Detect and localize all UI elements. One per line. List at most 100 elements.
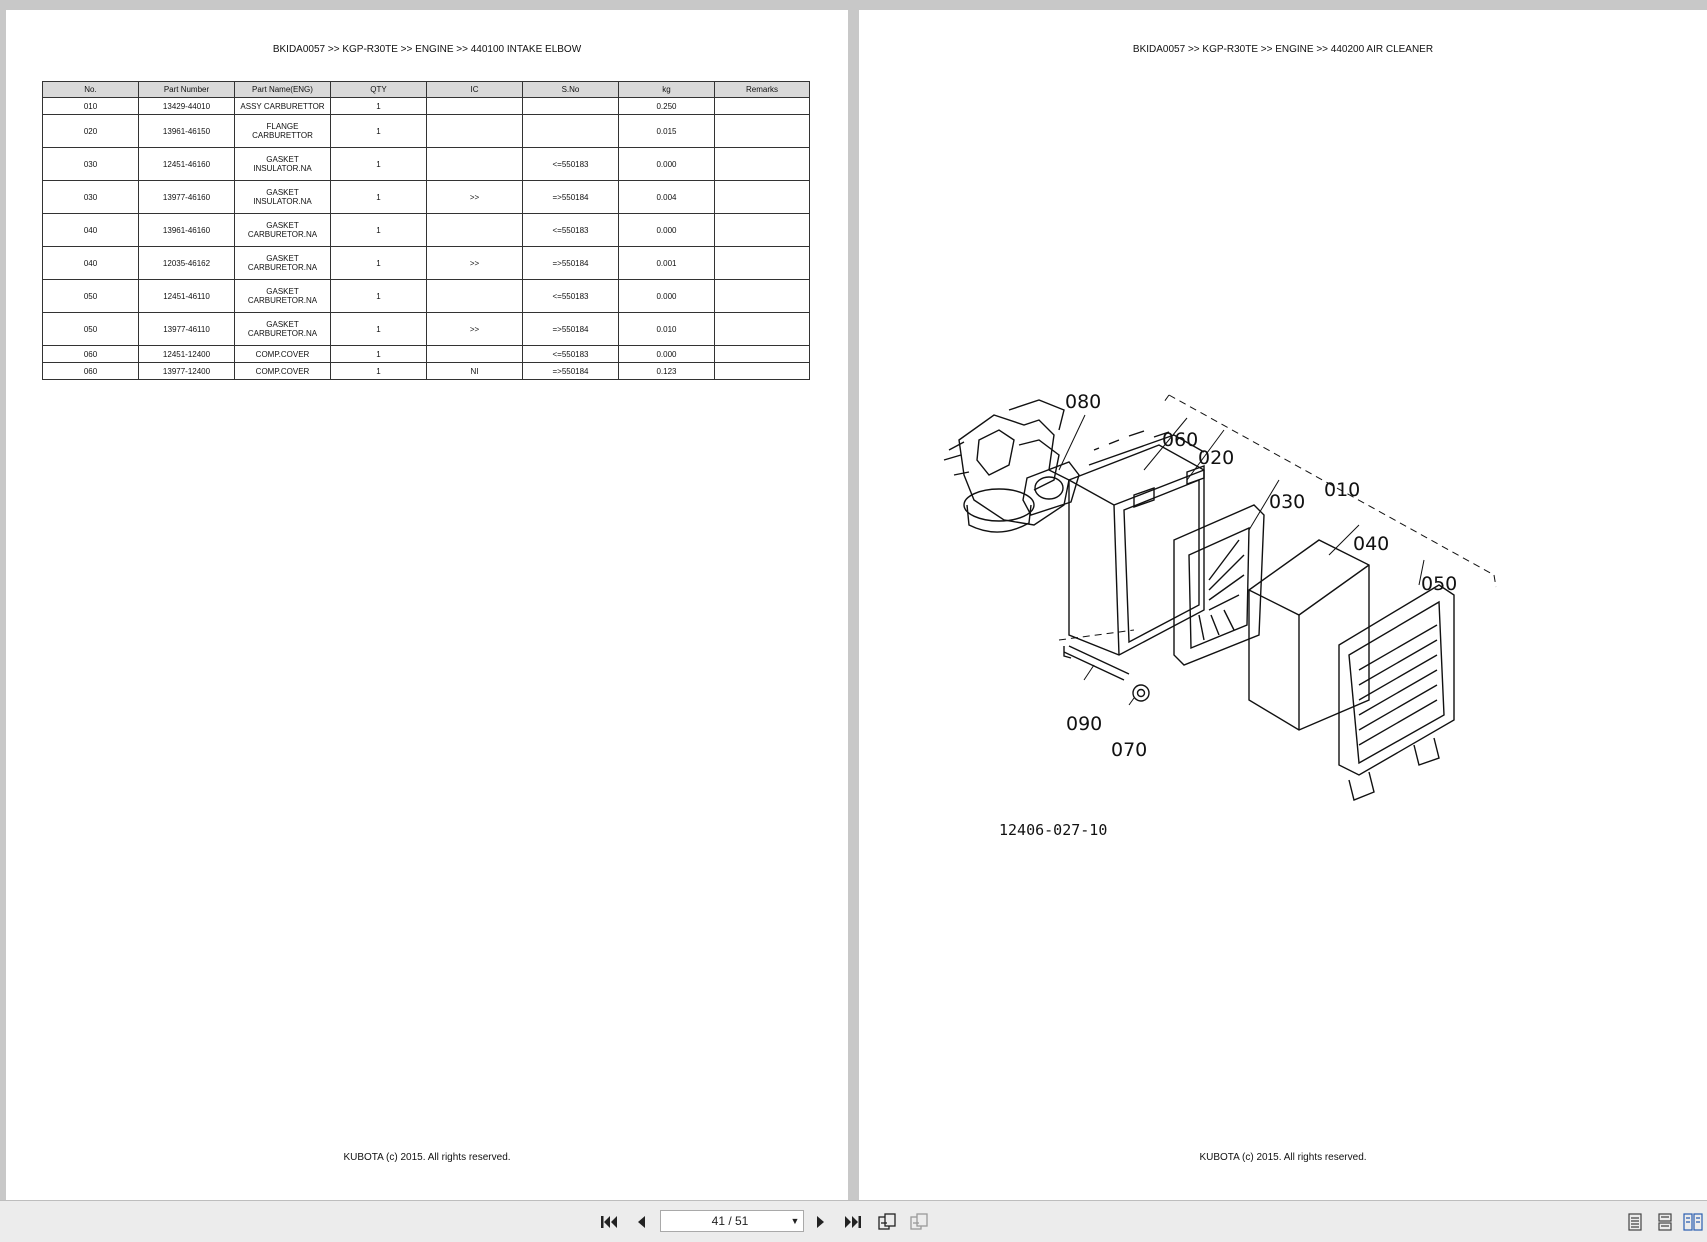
- page-footer: KUBOTA (c) 2015. All rights reserved.: [343, 1152, 511, 1163]
- cell-sno: =>550184: [522, 312, 619, 346]
- cell-sno: <=550183: [522, 279, 619, 313]
- cell-qty: 1: [330, 213, 427, 247]
- air-cleaner-exploded-diagram: 080 060 020 030 010 040 050 090 070 1240…: [943, 391, 1497, 839]
- cell-ic: >>: [426, 246, 523, 280]
- part-name-line: INSULATOR.NA: [253, 164, 312, 173]
- copy-icon[interactable]: [876, 1211, 898, 1233]
- cell-ic: NI: [426, 362, 523, 380]
- cell-sno: <=550183: [522, 345, 619, 363]
- cell-part-number: 12035-46162: [138, 246, 235, 280]
- cell-kg: 0.123: [618, 362, 715, 380]
- right-page: BKIDA0057 >> KGP-R30TE >> ENGINE >> 4402…: [859, 10, 1707, 1200]
- part-name-line: GASKET: [266, 320, 299, 329]
- table-row: 060 13977-12400 COMP.COVER 1 NI =>550184…: [42, 362, 810, 380]
- cell-no: 060: [42, 345, 139, 363]
- gasket-drawing: [1022, 461, 1080, 516]
- copy-disabled-icon[interactable]: [908, 1211, 930, 1233]
- table-header-row: No. Part Number Part Name(ENG) QTY IC S.…: [42, 81, 810, 98]
- cell-sno: =>550184: [522, 362, 619, 380]
- cell-no: 030: [42, 147, 139, 181]
- cell-kg: 0.010: [618, 312, 715, 346]
- next-page-icon[interactable]: [810, 1211, 832, 1233]
- cell-qty: 1: [330, 312, 427, 346]
- page-number-select[interactable]: 41 / 51 ▼: [660, 1210, 804, 1232]
- part-name-line: COMP.COVER: [255, 366, 310, 376]
- column-header-sno: S.No: [522, 81, 619, 98]
- cell-no: 040: [42, 246, 139, 280]
- callout-070: 070: [1111, 739, 1147, 761]
- viewer-toolbar: 41 / 51 ▼: [0, 1200, 1707, 1242]
- part-name-line: GASKET: [266, 221, 299, 230]
- callout-050: 050: [1421, 573, 1457, 595]
- cell-part-number: 12451-46110: [138, 279, 235, 313]
- cell-qty: 1: [330, 97, 427, 115]
- cell-ic: [426, 279, 523, 313]
- continuous-view-icon[interactable]: [1654, 1211, 1676, 1233]
- cell-ic: [426, 213, 523, 247]
- part-name-line: CARBURETOR.NA: [247, 296, 318, 305]
- page-breadcrumb: BKIDA0057 >> KGP-R30TE >> ENGINE >> 4401…: [272, 44, 582, 55]
- part-name-line: GASKET: [266, 254, 299, 263]
- cell-part-name: ASSY CARBURETTOR: [234, 97, 331, 115]
- cell-part-number: 12451-12400: [138, 345, 235, 363]
- parts-table: No. Part Number Part Name(ENG) QTY IC S.…: [42, 81, 810, 380]
- part-name-line: INSULATOR.NA: [253, 197, 312, 206]
- cell-sno: <=550183: [522, 213, 619, 247]
- cell-no: 030: [42, 180, 139, 214]
- previous-page-icon[interactable]: [630, 1211, 652, 1233]
- part-name-line: CARBURETOR.NA: [247, 329, 318, 338]
- last-page-icon[interactable]: [842, 1211, 864, 1233]
- part-name-line: CARBURETTOR: [252, 131, 313, 140]
- cell-qty: 1: [330, 114, 427, 148]
- callout-010: 010: [1324, 479, 1360, 501]
- cell-part-number: 13977-46110: [138, 312, 235, 346]
- cell-sno: <=550183: [522, 147, 619, 181]
- cell-qty: 1: [330, 345, 427, 363]
- cell-part-number: 13961-46160: [138, 213, 235, 247]
- cell-ic: >>: [426, 312, 523, 346]
- cell-remarks: [714, 97, 810, 115]
- chevron-down-icon: ▼: [790, 1216, 800, 1226]
- cell-no: 020: [42, 114, 139, 148]
- cell-part-number: 13977-12400: [138, 362, 235, 380]
- callout-090: 090: [1066, 713, 1102, 735]
- cell-no: 060: [42, 362, 139, 380]
- cell-kg: 0.000: [618, 147, 715, 181]
- cell-ic: [426, 114, 523, 148]
- column-header-kg: kg: [618, 81, 715, 98]
- cell-kg: 0.015: [618, 114, 715, 148]
- part-name-line: GASKET: [266, 155, 299, 164]
- cell-sno: [522, 97, 619, 115]
- cell-part-number: 12451-46160: [138, 147, 235, 181]
- cell-kg: 0.000: [618, 279, 715, 313]
- column-header-part-name: Part Name(ENG): [234, 81, 331, 98]
- part-name-line: COMP.COVER: [255, 349, 310, 359]
- first-page-icon[interactable]: [598, 1211, 620, 1233]
- filter-plate-drawing: [1173, 504, 1265, 666]
- two-page-view-icon[interactable]: [1682, 1211, 1704, 1233]
- cell-kg: 0.250: [618, 97, 715, 115]
- cell-ic: >>: [426, 180, 523, 214]
- part-name-line: CARBURETOR.NA: [247, 263, 318, 272]
- single-page-view-icon[interactable]: [1624, 1211, 1646, 1233]
- column-header-part-number: Part Number: [138, 81, 235, 98]
- drawing-number: 12406-027-10: [999, 821, 1107, 839]
- bolt-drawing: [1063, 645, 1150, 702]
- cell-remarks: [714, 345, 810, 363]
- cell-part-name: COMP.COVER: [234, 362, 331, 380]
- cell-kg: 0.004: [618, 180, 715, 214]
- cell-remarks: [714, 180, 810, 214]
- cell-part-number: 13977-46160: [138, 180, 235, 214]
- carburettor-drawing: [943, 399, 1070, 533]
- cell-kg: 0.001: [618, 246, 715, 280]
- column-header-ic: IC: [426, 81, 523, 98]
- cell-qty: 1: [330, 147, 427, 181]
